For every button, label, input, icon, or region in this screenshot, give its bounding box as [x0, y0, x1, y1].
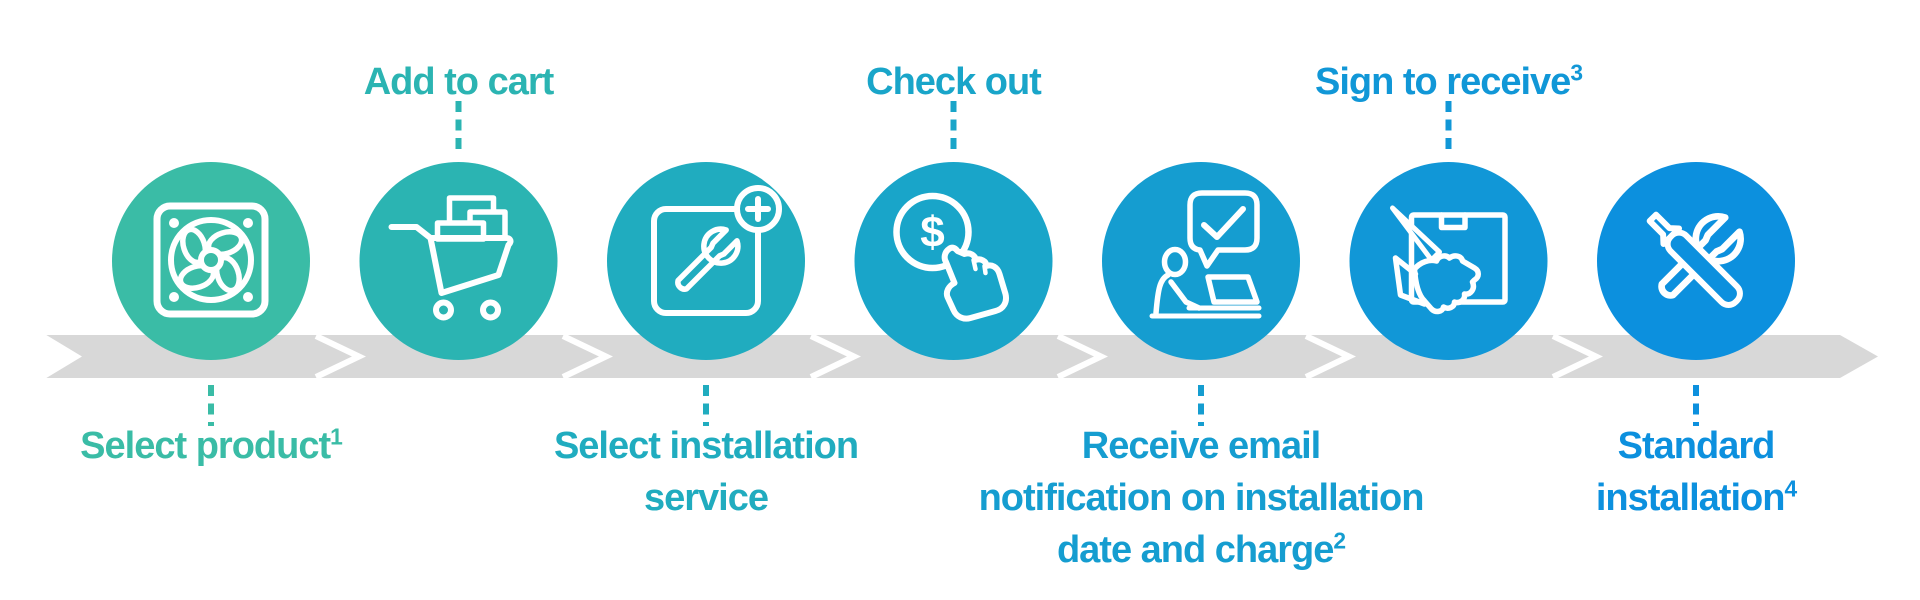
shopping-cart-icon	[388, 195, 514, 321]
click-hand-icon	[941, 244, 1009, 322]
checkmark-icon	[1201, 206, 1246, 240]
footnote-marker: 1	[330, 423, 343, 450]
step-circle-receive-email-notification	[1102, 162, 1300, 360]
chevron-right-icon	[561, 333, 613, 380]
step-label-standard-installation: Standard installation4	[1595, 420, 1797, 524]
wrench-icon	[675, 226, 741, 292]
footnote-marker: 2	[1333, 527, 1346, 554]
chevron-right-icon	[809, 333, 861, 380]
step-label-add-to-cart: Add to cart	[363, 56, 555, 108]
plus-badge-icon	[734, 185, 782, 233]
step-label-sign-to-receive: Sign to receive3	[1314, 56, 1583, 108]
footnote-marker: 4	[1784, 475, 1797, 502]
fan-icon	[153, 202, 269, 318]
step-label-select-product: Select product1	[80, 420, 343, 472]
installation-service-icon	[651, 185, 782, 316]
step-circle-add-to-cart	[359, 162, 558, 360]
label-line: date and charge2	[1056, 527, 1346, 571]
label-line: service	[643, 477, 769, 519]
step-circle-select-installation-service	[607, 162, 805, 360]
dollar-sign: $	[920, 208, 944, 257]
step-circle-check-out: $	[854, 162, 1053, 360]
step-label-select-installation-service: Select installation service	[553, 420, 859, 524]
email-notification-icon	[1149, 190, 1262, 319]
chevron-right-icon	[314, 333, 366, 380]
label-line: Select installation	[553, 425, 859, 467]
step-label-receive-email-notification: Receive email notification on installati…	[978, 420, 1425, 576]
label-line: installation4	[1595, 475, 1797, 519]
label-line: Add to cart	[363, 61, 555, 103]
label-line: Receive email	[1081, 425, 1321, 467]
step-circle-select-product	[112, 162, 310, 360]
arrow-band-start-notch	[43, 333, 82, 380]
label-line: Check out	[866, 61, 1042, 103]
step-circle-sign-to-receive	[1349, 162, 1548, 360]
step-circle	[359, 162, 558, 360]
label-line: notification on installation	[978, 477, 1425, 519]
installation-tools-icon	[1646, 211, 1744, 308]
screwdriver-icon	[1646, 211, 1743, 308]
laptop-icon	[1205, 274, 1260, 305]
checkout-payment-icon: $	[893, 192, 1009, 322]
person-head	[1161, 246, 1189, 278]
signing-hand-icon	[1411, 253, 1481, 315]
connector-lines	[208, 101, 1699, 426]
label-line: Sign to receive3	[1314, 59, 1583, 103]
dollar-coin-icon	[893, 192, 972, 272]
chevron-right-icon	[1551, 333, 1603, 380]
footnote-marker: 3	[1570, 59, 1583, 86]
step-label-check-out: Check out	[866, 56, 1042, 108]
sign-receive-icon	[1390, 205, 1508, 315]
label-line: Select product1	[80, 423, 343, 467]
chevron-right-icon	[1056, 333, 1108, 380]
step-circle-standard-installation	[1597, 162, 1795, 360]
chevron-separators	[314, 333, 1603, 380]
chevron-right-icon	[1304, 333, 1356, 380]
speech-bubble-icon	[1187, 190, 1260, 269]
label-line: Standard	[1617, 425, 1776, 467]
pen-icon	[1390, 205, 1442, 263]
